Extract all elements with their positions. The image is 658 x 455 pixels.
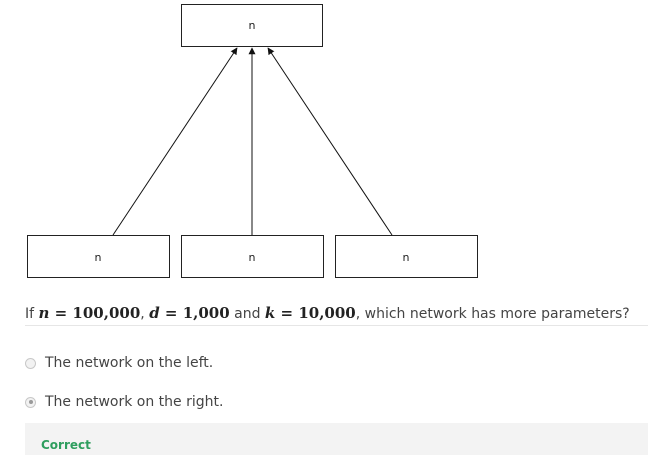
var-n: n (38, 304, 50, 322)
radio-right-network[interactable] (25, 396, 36, 408)
option-left-label: The network on the left. (45, 355, 214, 371)
bottom-node-box-right (335, 235, 478, 278)
value-k: = 10,000 (275, 304, 356, 322)
question-and: and (229, 306, 265, 322)
top-node-box (181, 4, 323, 47)
question-sep: , (140, 306, 150, 322)
question-divider (25, 325, 648, 326)
question-text: If n = 100,000, d = 1,000 and k = 10,000… (25, 304, 648, 322)
feedback-panel: Correct (25, 423, 648, 455)
bottom-node-label-left: n (95, 251, 102, 264)
feedback-correct-label: Correct (41, 438, 91, 452)
var-k: k (264, 304, 276, 322)
bottom-node-box-middle (181, 235, 324, 278)
bottom-node-label-middle: n (249, 251, 256, 264)
math-d: d = 1,000 (149, 304, 229, 322)
question-prefix: If (25, 306, 39, 322)
network-diagram: n n n n (27, 4, 478, 278)
value-d: = 1,000 (159, 304, 230, 322)
bottom-node-box-left (27, 235, 170, 278)
option-right-label: The network on the right. (45, 394, 224, 410)
value-n: = 100,000 (49, 304, 141, 322)
math-n: n = 100,000 (39, 304, 141, 322)
top-node-label: n (249, 19, 256, 32)
edge-left (112, 47, 238, 236)
edge-right (267, 47, 393, 236)
var-d: d (149, 304, 160, 322)
question-suffix: , which network has more parameters? (355, 306, 630, 322)
option-right-network[interactable]: The network on the right. (25, 392, 223, 412)
option-left-network[interactable]: The network on the left. (25, 353, 213, 373)
radio-left-network[interactable] (25, 357, 36, 369)
math-k: k = 10,000 (265, 304, 356, 322)
bottom-node-label-right: n (403, 251, 410, 264)
